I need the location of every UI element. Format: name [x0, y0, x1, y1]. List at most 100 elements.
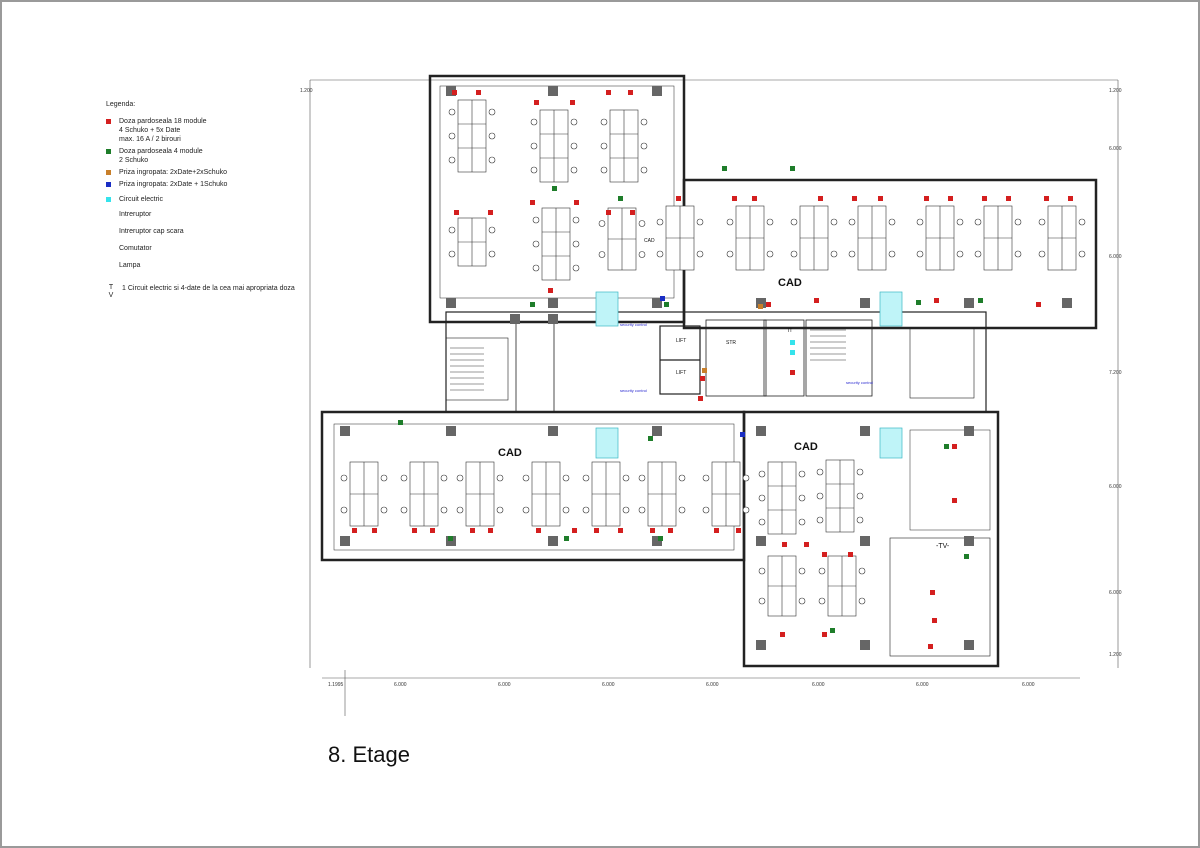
legend-item-text: Doza pardoseala 18 module	[119, 118, 207, 125]
structural-columns	[340, 86, 1072, 650]
chair	[638, 220, 646, 227]
legend-item: Intreruptor cap scara	[106, 227, 306, 236]
chair	[622, 474, 630, 482]
lift-label-1: LIFT	[676, 338, 686, 344]
chair	[440, 506, 448, 514]
chair	[702, 506, 710, 514]
dim-bottom-6: 6.000	[916, 682, 929, 688]
chair	[570, 142, 578, 150]
south-wings	[320, 410, 1000, 668]
power-outlet	[736, 528, 741, 533]
power-outlet	[572, 528, 577, 533]
column	[510, 314, 520, 324]
chair	[488, 132, 496, 140]
chair	[496, 474, 504, 482]
floor-box-outlet	[530, 302, 535, 307]
power-outlet	[1006, 196, 1011, 201]
power-outlet	[714, 528, 719, 533]
chair	[916, 250, 924, 258]
column	[446, 298, 456, 308]
column	[756, 536, 766, 546]
legend-item: Lampa	[106, 261, 306, 270]
power-outlet	[952, 498, 957, 503]
chair	[638, 474, 646, 482]
power-outlet	[618, 528, 623, 533]
chair	[798, 567, 806, 575]
chair	[640, 118, 648, 126]
column	[964, 640, 974, 650]
column	[548, 298, 558, 308]
chair	[572, 240, 580, 248]
power-outlet	[534, 100, 539, 105]
column	[652, 426, 662, 436]
chair	[448, 108, 456, 116]
chair	[570, 166, 578, 174]
floor-box-outlet	[722, 166, 727, 171]
chair	[696, 250, 704, 258]
recessed-socket	[660, 296, 665, 301]
chair	[956, 250, 964, 258]
power-outlet	[930, 590, 935, 595]
chair	[818, 567, 826, 575]
power-outlet	[852, 196, 857, 201]
chair	[816, 492, 824, 500]
legend-item-text: Comutator	[119, 245, 152, 252]
dim-bottom-4: 6.000	[706, 682, 719, 688]
chair	[956, 218, 964, 226]
column	[652, 536, 662, 546]
power-outlet	[932, 618, 937, 623]
power-outlet	[766, 302, 771, 307]
recessed-socket	[740, 432, 745, 437]
legend-item: Intreruptor	[106, 210, 306, 219]
column	[340, 536, 350, 546]
power-outlet	[570, 100, 575, 105]
column	[548, 426, 558, 436]
chair	[790, 218, 798, 226]
chair	[488, 108, 496, 116]
power-outlet	[822, 632, 827, 637]
chair	[726, 250, 734, 258]
legend-item-text: max. 16 A / 2 birouri	[119, 136, 181, 143]
power-outlet	[814, 298, 819, 303]
floor-box-outlet	[618, 196, 623, 201]
chair	[678, 474, 686, 482]
power-outlet	[470, 528, 475, 533]
floor-box-outlet	[830, 628, 835, 633]
legend-item: Circuit electric	[106, 195, 306, 204]
chair	[816, 516, 824, 524]
chair	[758, 518, 766, 526]
chair	[856, 468, 864, 476]
floor-box-outlet	[944, 444, 949, 449]
power-outlet	[372, 528, 377, 533]
power-outlet	[732, 196, 737, 201]
dim-bottom-2: 6.000	[498, 682, 511, 688]
chair	[582, 506, 590, 514]
chair	[758, 597, 766, 605]
chair	[758, 567, 766, 575]
chair	[656, 218, 664, 226]
exit-markers	[595, 291, 903, 459]
chair	[572, 264, 580, 272]
column	[860, 536, 870, 546]
zone-label-cad-small: CAD	[644, 238, 655, 244]
power-outlet	[430, 528, 435, 533]
chair	[830, 218, 838, 226]
power-outlet	[594, 528, 599, 533]
floor-box-outlet	[648, 436, 653, 441]
legend-item-text: Intreruptor cap scara	[119, 228, 184, 235]
dim-side-3: 7.200	[1109, 370, 1122, 376]
stairs	[450, 329, 846, 391]
power-outlet	[650, 528, 655, 533]
tv-label: -TV-	[936, 543, 950, 550]
legend-title: Legenda:	[106, 101, 136, 108]
chair	[488, 226, 496, 234]
legend-item-text: Priza ingropata: 2xDate + 1Schuko	[119, 181, 228, 188]
chair	[818, 597, 826, 605]
chair	[766, 250, 774, 258]
chair	[400, 474, 408, 482]
electric-circuit	[790, 350, 795, 355]
power-outlet	[804, 542, 809, 547]
power-outlet	[606, 210, 611, 215]
chair	[758, 494, 766, 502]
